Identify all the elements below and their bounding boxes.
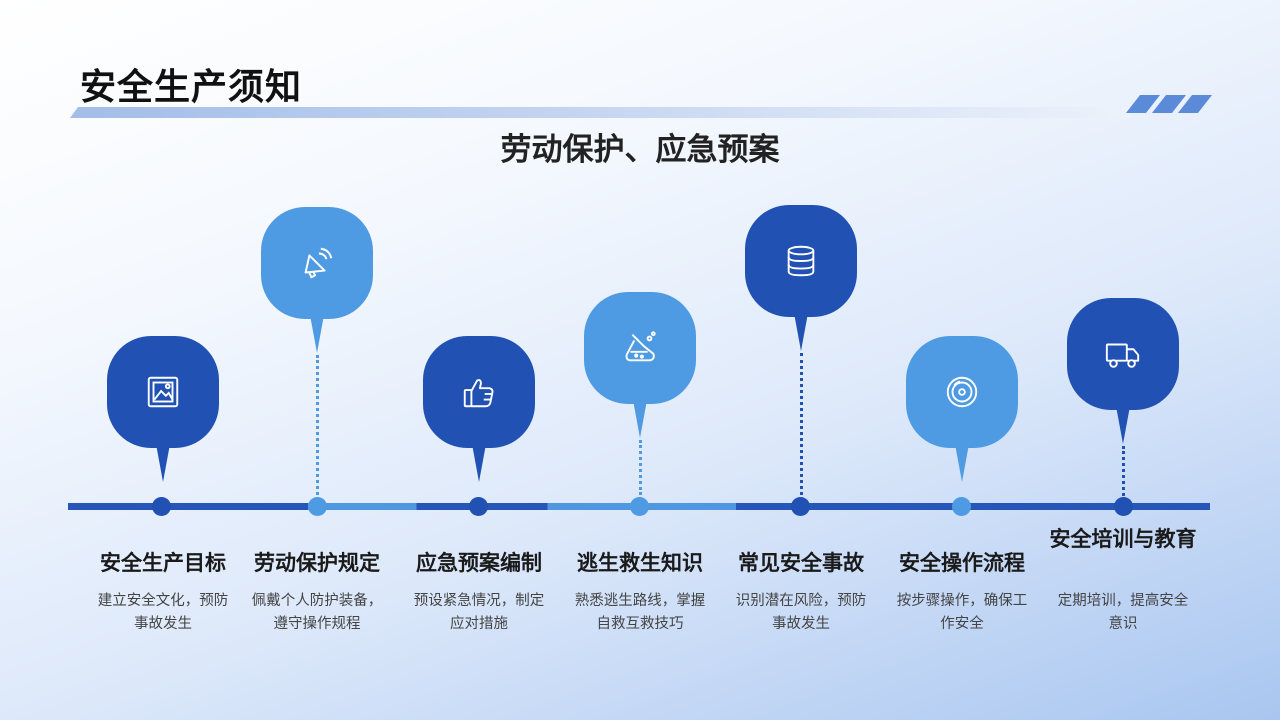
item-description: 熟悉逃生路线，掌握自救互救技巧 [574,593,706,632]
timeline-dot [952,497,971,516]
database-icon [787,245,815,277]
timeline-dot [152,497,171,516]
timeline-dot [308,497,327,516]
item-bubble [107,336,219,448]
item-title: 常见安全事故 [738,551,864,575]
item-title: 劳动保护规定 [254,551,380,575]
item-bubble [745,205,857,317]
decorative-stripes [1125,95,1213,113]
timeline-dot [469,497,488,516]
item-title: 安全操作流程 [899,551,1025,575]
item-description: 建立安全文化，预防事故发生 [97,593,229,632]
image-icon [147,376,179,408]
page-title: 安全生产须知 [80,67,303,108]
megaphone-icon [304,247,333,279]
truck-icon [1105,343,1140,368]
page-subtitle: 劳动保护、应急预案 [500,132,780,168]
flask-icon [625,331,656,362]
timeline-dot [630,497,649,516]
item-bubble [584,292,696,404]
item-description: 预设紧急情况，制定应对措施 [413,593,545,632]
item-bubble [261,207,373,319]
item-description: 按步骤操作，确保工作安全 [896,593,1028,632]
item-bubble [423,336,535,448]
item-description: 识别潜在风险，预防事故发生 [735,593,867,632]
item-title: 安全培训与教育 [1049,527,1197,551]
item-title: 应急预案编制 [416,551,542,575]
thumbs-up-icon [463,379,494,408]
item-bubble [1067,298,1179,410]
item-description: 佩戴个人防护装备，遵守操作规程 [251,593,383,632]
item-title: 安全生产目标 [100,551,226,575]
item-title: 逃生救生知识 [577,551,703,575]
item-description: 定期培训，提高安全意识 [1057,593,1189,632]
title-underline-bar [70,107,1130,118]
disc-icon [946,376,978,408]
item-bubble [906,336,1018,448]
timeline-dot [791,497,810,516]
timeline-dot [1114,497,1133,516]
